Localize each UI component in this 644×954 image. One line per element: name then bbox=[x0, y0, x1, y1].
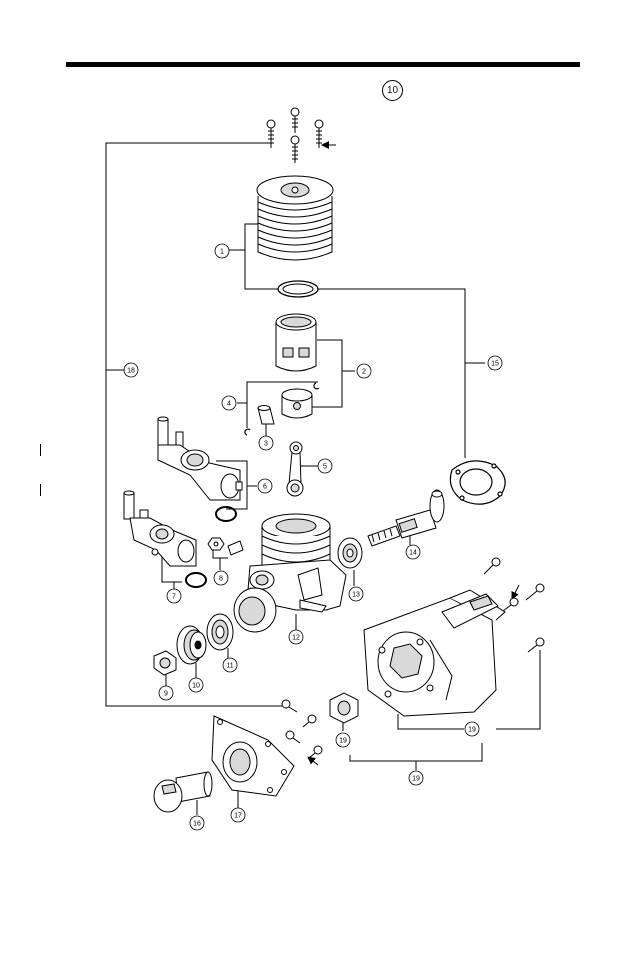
head-screw-3 bbox=[315, 120, 323, 148]
part-callout-17: 17 bbox=[231, 808, 245, 822]
case-screw-4 bbox=[528, 638, 544, 652]
head-screw-2 bbox=[291, 108, 299, 133]
callout-label: 18 bbox=[127, 368, 135, 375]
part-callout-5: 5 bbox=[318, 459, 332, 473]
connecting-rod bbox=[287, 442, 303, 496]
carburetor-o-ring-lower bbox=[186, 573, 206, 587]
case-screw-3 bbox=[503, 598, 518, 611]
starter-case bbox=[364, 590, 505, 716]
rear-cover bbox=[212, 716, 294, 796]
callout-label: 19 bbox=[412, 776, 420, 783]
cover-screw-1 bbox=[282, 700, 297, 712]
crankshaft bbox=[368, 490, 444, 546]
starter-nut bbox=[330, 693, 358, 723]
piston-pin-clip-lower bbox=[245, 429, 250, 435]
drive-hub bbox=[177, 626, 206, 664]
part-callout-13: 13 bbox=[349, 587, 363, 601]
cover-screw-2 bbox=[303, 715, 316, 727]
carburetor-assembly-lower bbox=[124, 491, 196, 566]
part-callout-10: 10 bbox=[189, 678, 203, 692]
callout-label: 13 bbox=[352, 592, 360, 599]
piston-pin bbox=[258, 406, 274, 425]
callout-label: 16 bbox=[193, 821, 201, 828]
callout-label: 2 bbox=[362, 369, 366, 376]
piston bbox=[282, 389, 312, 418]
rear-bearing bbox=[207, 614, 233, 650]
callout-label: 6 bbox=[263, 484, 267, 491]
head-screw-1 bbox=[267, 120, 275, 148]
crankcase bbox=[234, 514, 346, 632]
cylinder-head bbox=[257, 176, 333, 260]
cover-screw-3 bbox=[286, 731, 300, 743]
part-callout-19: 19 bbox=[465, 722, 479, 736]
callout-label: 10 bbox=[192, 683, 200, 690]
callout-label: 17 bbox=[234, 813, 242, 820]
callout-label: 19 bbox=[339, 738, 347, 745]
part-callout-4: 4 bbox=[222, 396, 236, 410]
case-screw-2 bbox=[526, 584, 544, 600]
callout-label: 8 bbox=[219, 576, 223, 583]
callout-label: 3 bbox=[264, 441, 268, 448]
piston-pin-clip-upper bbox=[314, 383, 319, 389]
part-callout-6: 6 bbox=[258, 479, 272, 493]
part-callout-18: 18 bbox=[124, 363, 138, 377]
callout-label: 14 bbox=[409, 550, 417, 557]
callout-label: 4 bbox=[227, 401, 231, 408]
part-callout-1: 1 bbox=[215, 244, 229, 258]
prop-nut bbox=[154, 651, 176, 675]
part-callout-7: 7 bbox=[167, 589, 181, 603]
case-screw-1 bbox=[484, 558, 500, 574]
callout-label: 19 bbox=[468, 727, 476, 734]
part-callout-9: 9 bbox=[159, 686, 173, 700]
starter-shaft bbox=[154, 772, 212, 812]
part-callout-3: 3 bbox=[259, 436, 273, 450]
part-callout-2: 2 bbox=[357, 364, 371, 378]
carburetor-assembly-upper bbox=[158, 417, 242, 500]
callout-label: 12 bbox=[292, 635, 300, 642]
part-callout-14: 14 bbox=[406, 545, 420, 559]
part-callout-15: 15 bbox=[488, 356, 502, 370]
part-callout-19: 19 bbox=[409, 771, 423, 785]
callout-label: 1 bbox=[220, 249, 224, 256]
head-screws bbox=[267, 108, 323, 163]
part-callout-11: 11 bbox=[223, 658, 237, 672]
cylinder-liner bbox=[276, 314, 316, 371]
callout-label: 15 bbox=[491, 361, 499, 368]
part-callout-8: 8 bbox=[214, 571, 228, 585]
cover-screw-4 bbox=[308, 746, 322, 759]
callout-label: 9 bbox=[164, 691, 168, 698]
rear-cover-gasket bbox=[450, 461, 505, 504]
front-bearing bbox=[338, 538, 362, 568]
part-callout-16: 16 bbox=[190, 816, 204, 830]
part-callout-12: 12 bbox=[289, 630, 303, 644]
callout-label: 5 bbox=[323, 464, 327, 471]
part-callout-19: 19 bbox=[336, 733, 350, 747]
callout-label: 11 bbox=[226, 663, 233, 670]
head-screw-4 bbox=[291, 136, 299, 163]
callout-label: 7 bbox=[172, 594, 176, 601]
